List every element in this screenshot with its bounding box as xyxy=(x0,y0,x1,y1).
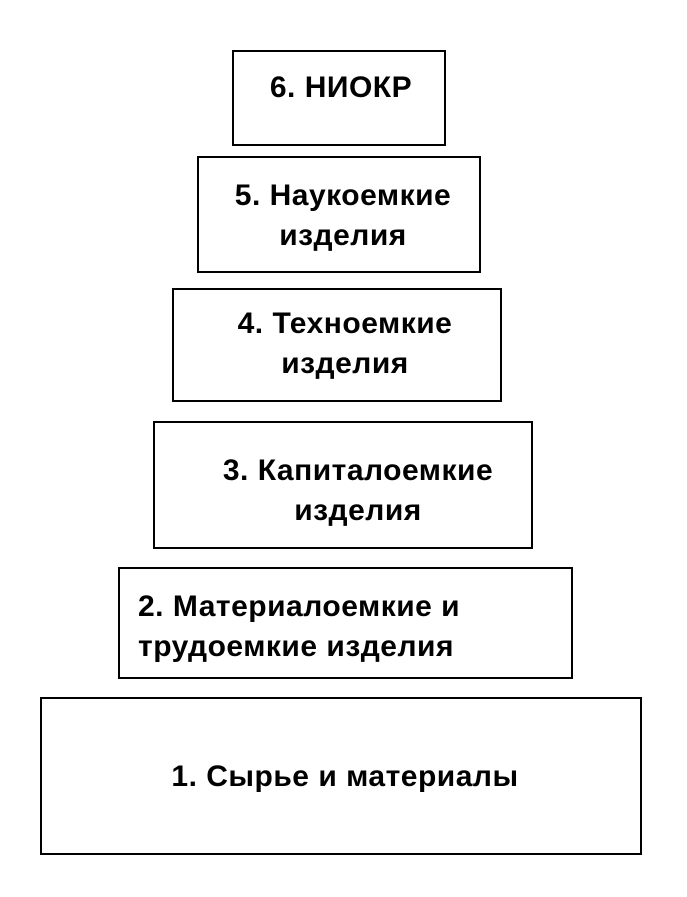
level-2-label: 2. Материалоемкие и трудоемкие изделия xyxy=(138,590,461,663)
level-3-box: 3. Капиталоемкие изделия xyxy=(153,421,533,549)
level-1-label: 1. Сырье и материалы xyxy=(171,760,519,793)
level-6-box: 6. НИОКР xyxy=(232,50,446,146)
level-4-box: 4. Техноемкие изделия xyxy=(172,288,502,402)
level-1-box: 1. Сырье и материалы xyxy=(40,697,642,855)
level-5-box: 5. Наукоемкие изделия xyxy=(197,156,481,273)
level-3-label: 3. Капиталоемкие изделия xyxy=(222,454,494,527)
level-5-label: 5. Наукоемкие изделия xyxy=(234,179,452,252)
level-2-box: 2. Материалоемкие и трудоемкие изделия xyxy=(118,567,573,679)
level-4-label: 4. Техноемкие изделия xyxy=(237,307,453,380)
level-6-label: 6. НИОКР xyxy=(269,71,413,104)
